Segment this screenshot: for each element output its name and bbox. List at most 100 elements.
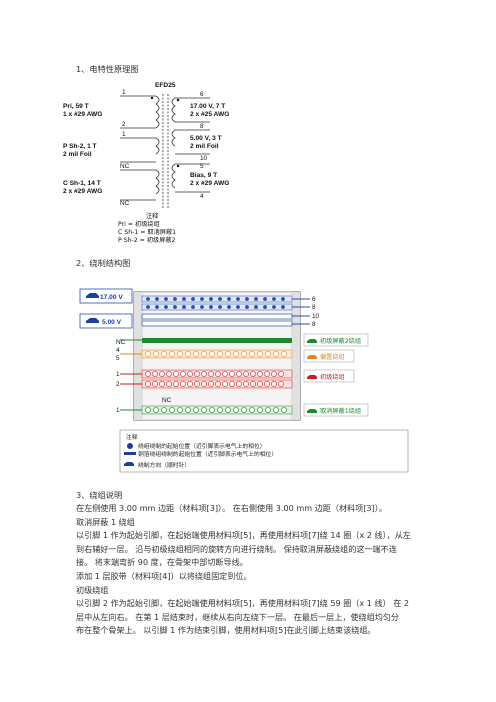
pin-label: 8 xyxy=(312,304,316,311)
primary-coil xyxy=(120,95,160,129)
wire-turn xyxy=(208,371,214,377)
wire-turn xyxy=(241,351,247,357)
wire-turn xyxy=(159,381,165,387)
wire-turn xyxy=(169,407,175,413)
wire-turn xyxy=(264,381,270,387)
wire-turn xyxy=(201,381,207,387)
wire-turn xyxy=(187,381,193,387)
wire-turn xyxy=(201,351,207,357)
wire-turn xyxy=(169,351,175,357)
bias-label: Bias, 9 T xyxy=(190,172,217,179)
pin-label: 2 xyxy=(116,381,120,388)
wire-turn xyxy=(236,297,240,301)
desc-line: 取消屏蔽 1 绕组 xyxy=(76,516,135,527)
margin-tape-right xyxy=(292,292,300,420)
wire-turn xyxy=(225,351,231,357)
wire-turn xyxy=(173,305,177,309)
structure-legend: 注释 绕组绕制的起始位置（近引脚表示电气上的相位） 铜箔绕组绕制的起始位置（近引… xyxy=(119,429,409,473)
start-dot-icon xyxy=(127,443,133,449)
wire-turn xyxy=(159,371,165,377)
wire-icon xyxy=(307,355,317,359)
wire-turn xyxy=(263,297,267,301)
wire-turn xyxy=(194,371,200,377)
wire-turn xyxy=(271,371,277,377)
wire-turn xyxy=(145,351,151,357)
s5-wire: 2 mil Foil xyxy=(190,143,219,150)
structure-legend-title: 注释 xyxy=(126,433,138,441)
schematic-legend-item: P Sh-2 = 初级屏蔽2 xyxy=(118,236,176,244)
primary-shield-coil xyxy=(120,137,160,163)
psh-wire: 2 mil Foil xyxy=(63,151,92,158)
wire-turn xyxy=(185,407,191,413)
cancel-shield-coil xyxy=(120,169,160,201)
desc-line: 到右辅好一层。 沿与初级绕组相同的旋转方向进行绕制。 保持取消屏蔽绕组的这一端不… xyxy=(76,543,397,554)
wire-turn xyxy=(209,297,213,301)
wire-icon xyxy=(124,462,134,466)
desc-line: 添加 1 层胶带（材料项[4]）以将绕组固定到位。 xyxy=(76,570,252,581)
pin-label: 6 xyxy=(312,296,316,303)
wire-turn xyxy=(173,371,179,377)
winding-tag: 初级屏蔽2绕组 xyxy=(303,333,369,347)
wire-turn xyxy=(243,371,249,377)
wire-turn xyxy=(265,407,271,413)
wire-turn xyxy=(227,305,231,309)
wire-turn xyxy=(217,351,223,357)
wire-turn xyxy=(173,381,179,387)
wire-turn xyxy=(264,371,270,377)
wire-turn xyxy=(217,407,223,413)
wire-turn xyxy=(272,305,276,309)
v5-label: 5.00 V xyxy=(102,319,122,326)
wire-turn xyxy=(182,297,186,301)
desc-line: 初级绕组 xyxy=(76,584,109,595)
wire-turn xyxy=(263,305,267,309)
margin-tape-left xyxy=(134,292,142,420)
wire-turn xyxy=(243,381,249,387)
phase-dot xyxy=(176,98,180,102)
wire-turn xyxy=(236,381,242,387)
cancel-shield1-winding xyxy=(120,405,293,415)
pin-label: 2 xyxy=(122,121,126,128)
desc-line: 接。 将末端弯折 90 度，在骨架中部切断导线。 xyxy=(76,557,248,568)
wire-turn xyxy=(229,381,235,387)
wire-turn xyxy=(191,297,195,301)
wire-turn xyxy=(265,351,271,357)
pin-label: 4 xyxy=(116,347,120,354)
wire-turn xyxy=(208,381,214,387)
schematic-legend-title: 注释 xyxy=(146,212,159,220)
pin-label: NC xyxy=(120,200,130,207)
wire-turn xyxy=(257,381,263,387)
tag-label: 取消屏蔽1绕组 xyxy=(320,407,361,415)
pin-label: 5 xyxy=(116,355,120,362)
csh-wire: 2 x #29 AWG xyxy=(63,188,102,195)
wire-turn xyxy=(281,407,287,413)
wire-turn xyxy=(236,305,240,309)
wire-turn xyxy=(273,407,279,413)
foil-start-icon xyxy=(124,452,136,455)
desc-line: 以引脚 2 作为起始引脚，在起始端使用材料项[5]，再使用材料项[7]绕 59 … xyxy=(76,598,410,609)
pri-label: Pri, 59 T xyxy=(63,103,89,110)
wire-turn xyxy=(193,407,199,413)
wire-turn xyxy=(166,381,172,387)
wire-turn xyxy=(281,305,285,309)
wire-turn xyxy=(180,381,186,387)
section1-title: 1、电特性原理图 xyxy=(76,64,139,74)
wire-turn xyxy=(229,371,235,377)
winding-tag: 初级绕组 xyxy=(303,369,355,383)
wire-turn xyxy=(249,351,255,357)
wire-turn xyxy=(271,381,277,387)
pin-label: NC xyxy=(120,163,130,170)
wire-turn xyxy=(164,297,168,301)
pin-label: 10 xyxy=(200,155,208,162)
wire-turn xyxy=(166,371,172,377)
wire-turn xyxy=(185,351,191,357)
wire-turn xyxy=(200,297,204,301)
pin-label: 5 xyxy=(200,163,204,170)
pin-label: 1 xyxy=(116,407,120,414)
tag-label: 初级屏蔽2绕组 xyxy=(320,337,361,345)
wire-turn xyxy=(155,305,159,309)
s17-label: 17.00 V, 7 T xyxy=(190,103,225,110)
secondary-17v-winding xyxy=(141,295,310,311)
schematic-legend-item: C Sh-1 = 取消屏蔽1 xyxy=(118,228,176,236)
wire-icon xyxy=(307,409,317,413)
wire-turn xyxy=(257,407,263,413)
